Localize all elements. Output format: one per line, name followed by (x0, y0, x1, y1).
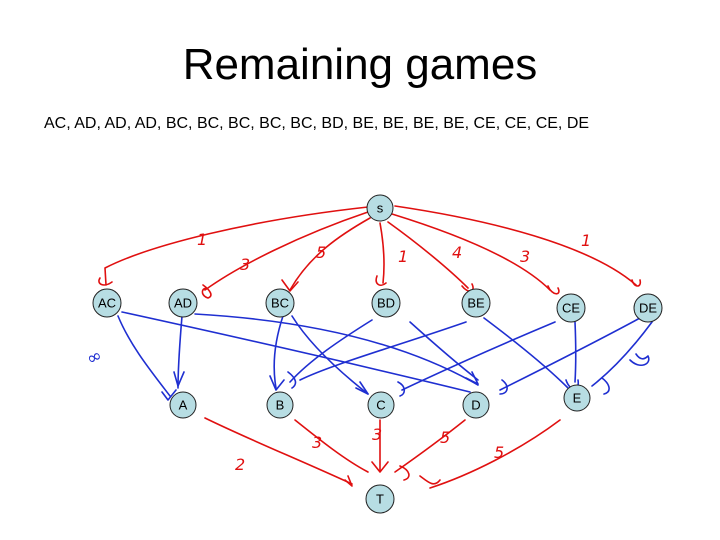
svg-text:DE: DE (639, 301, 657, 316)
edge-ac-d (121, 311, 471, 393)
edge-s-bc (289, 217, 371, 291)
edge-bc-b (273, 315, 284, 389)
arrowhead-ad (201, 284, 212, 299)
arrowhead-bc (281, 279, 299, 292)
svg-text:E: E (573, 391, 582, 406)
node-game-be: BE (461, 288, 491, 318)
cap-s-ce: 3 (520, 247, 530, 266)
svg-text:A: A (179, 398, 188, 413)
arrowhead-bd (375, 275, 387, 286)
edge-e-t (429, 419, 561, 489)
svg-text:C: C (376, 398, 385, 413)
edge-bc-c (291, 315, 369, 395)
source-edges (98, 205, 642, 299)
cap-s-bd: 1 (398, 247, 408, 266)
node-team-e: E (563, 384, 591, 412)
arrowhead-ac (98, 277, 113, 286)
svg-text:T: T (376, 492, 384, 507)
arrowhead-d (465, 371, 508, 395)
cap-e-t: 5 (494, 443, 504, 462)
edge-be-e (483, 317, 569, 389)
svg-text:AD: AD (174, 296, 192, 311)
arrowhead-t (344, 461, 441, 487)
edge-bd-b (289, 319, 373, 383)
edge-s-ac (104, 206, 369, 286)
svg-text:BD: BD (377, 296, 395, 311)
node-source: s (366, 194, 394, 222)
edge-ac-a (117, 315, 171, 397)
svg-text:s: s (377, 201, 384, 216)
sink-edges (204, 417, 561, 489)
edge-s-de (394, 205, 637, 286)
cap-a-t: 2 (235, 455, 245, 474)
node-game-de: DE (633, 293, 663, 323)
cap-s-be: 4 (452, 243, 462, 262)
edge-ce-c (401, 321, 556, 391)
edge-de-d (499, 317, 641, 391)
arrowhead-ce (547, 285, 560, 295)
sink-capacity-labels: 2 3 3 5 5 (235, 425, 504, 474)
node-team-c: C (367, 391, 395, 419)
node-team-a: A (169, 391, 197, 419)
edge-d-t (394, 419, 466, 473)
arrowhead-a (161, 371, 185, 401)
cap-s-ac: 1 (197, 230, 207, 249)
edge-s-bd (379, 222, 385, 284)
edge-be-b (299, 321, 467, 381)
svg-text:CE: CE (562, 301, 580, 316)
cap-s-bc: 5 (316, 243, 326, 262)
node-game-ad: AD (168, 288, 198, 318)
infinity-capacity-label: ∞ (83, 345, 105, 370)
svg-text:B: B (276, 398, 285, 413)
game-team-edges (117, 311, 653, 401)
edge-s-ad (204, 211, 369, 291)
cap-c-t: 3 (372, 425, 382, 444)
node-team-b: B (266, 391, 294, 419)
squiggle-de (629, 353, 650, 367)
svg-text:BC: BC (271, 296, 289, 311)
games-list: AC, AD, AD, AD, BC, BC, BC, BC, BC, BD, … (44, 115, 590, 132)
edge-bd-d (409, 321, 479, 381)
node-game-ce: CE (556, 293, 586, 323)
source-capacity-labels: 1 3 5 1 4 3 1 (197, 230, 591, 274)
edge-a-t (204, 417, 353, 485)
svg-text:BE: BE (467, 296, 485, 311)
node-team-d: D (462, 391, 490, 419)
node-game-bd: BD (371, 288, 401, 318)
cap-s-de: 1 (581, 231, 591, 250)
arrowhead-c (355, 381, 406, 397)
edge-ce-e (574, 321, 577, 383)
cap-d-t: 5 (440, 428, 450, 447)
edge-b-t (294, 419, 369, 473)
arrowhead-b (269, 371, 297, 391)
cap-s-ad: 3 (240, 255, 250, 274)
arrowhead-de (631, 279, 642, 287)
edge-s-ce (391, 213, 551, 291)
page-title: Remaining games (182, 40, 538, 89)
node-game-bc: BC (265, 288, 295, 318)
node-sink: T (365, 484, 395, 514)
cap-b-t: 3 (312, 433, 322, 452)
svg-text:D: D (471, 398, 480, 413)
node-game-ac: AC (92, 288, 122, 318)
edge-de-e (591, 321, 653, 387)
edge-s-be (387, 221, 469, 289)
edge-ad-a (177, 315, 183, 389)
svg-text:AC: AC (98, 296, 116, 311)
